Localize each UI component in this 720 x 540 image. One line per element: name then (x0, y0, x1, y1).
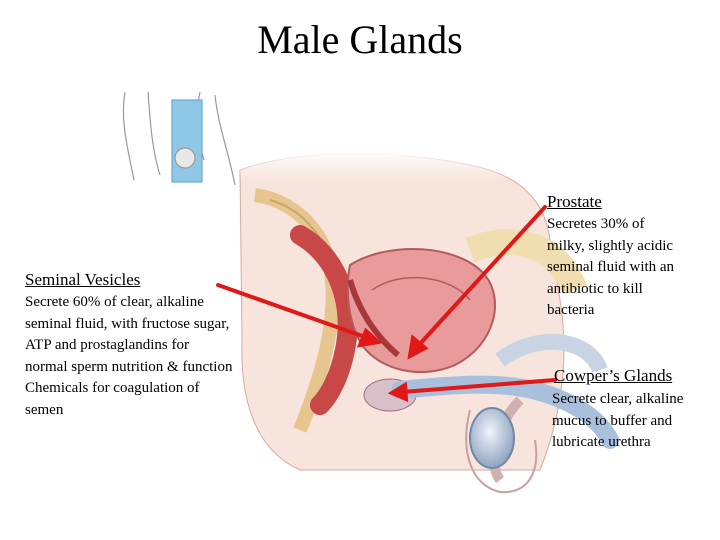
arrows (216, 205, 557, 403)
prostate-title: Prostate (547, 192, 602, 211)
arrow-prostate (416, 205, 547, 348)
orientation-figure (122, 91, 236, 186)
arrow-cowpers-glands (400, 378, 557, 394)
arrow-cowpers-glands-head (387, 381, 409, 403)
cowpers-glands-description: Secrete clear, alkaline mucus to buffer … (552, 391, 684, 450)
arrow-seminal-vesicles-head (356, 327, 383, 348)
prostate-description: Secretes 30% of milky, slightly acidic s… (547, 216, 675, 318)
arrow-seminal-vesicles (216, 283, 370, 340)
seminal-vesicles-title: Seminal Vesicles (25, 270, 141, 289)
pelvis-cross-section (239, 150, 619, 494)
seminal-vesicles-description: Secrete 60% of clear, alkaline seminal f… (25, 294, 233, 418)
cowpers-glands-title: Cowper’s Glands (554, 366, 673, 385)
arrow-prostate-head (407, 334, 429, 360)
page-title: Male Glands (257, 17, 463, 62)
